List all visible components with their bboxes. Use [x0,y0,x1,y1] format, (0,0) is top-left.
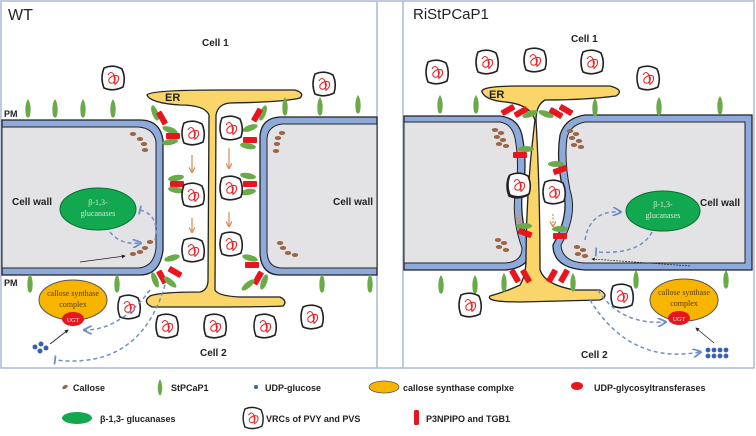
svg-text:UDP-glycosyltransferases: UDP-glycosyltransferases [594,383,706,393]
wt-callose-synthase: callose synthase complex UGT [38,279,108,326]
svg-text:glucanases: glucanases [81,209,116,218]
wt-panel: ER WT Cell 1 Cell 2 PM PM Cell wall Cell… [1,7,378,365]
svg-text:P3NPIPO and TGB1: P3NPIPO and TGB1 [426,414,510,424]
callose-icon [62,384,68,390]
svg-text:β-1,3- glucanases: β-1,3- glucanases [100,414,176,424]
svg-text:Callose: Callose [73,383,105,393]
wt-er [145,89,303,308]
svg-text:callose synthase complxe: callose synthase complxe [403,383,514,393]
legend-item-ugt: UDP-glycosyltransferases [571,382,706,393]
svg-text:complex: complex [59,300,87,309]
legend-item-p3npipo: P3NPIPO and TGB1 [414,410,510,425]
legend-item-stpcap1: StPCaP1 [157,379,209,395]
svg-text:UGT: UGT [67,318,80,324]
stpcap1-icon [157,379,163,395]
ri-udp-glucose [705,347,729,359]
svg-text:complex: complex [670,299,698,308]
svg-text:UGT: UGT [673,317,686,323]
svg-text:VRCs of PVY and PVS: VRCs of PVY and PVS [266,414,360,424]
wt-pm-bottom: PM [4,278,18,288]
wt-cell2-label: Cell 2 [200,348,227,359]
svg-text:UDP-glucose: UDP-glucose [265,383,321,393]
wt-cell-wall-left-label: Cell wall [12,197,52,208]
ri-glucanase: β-1,3- glucanases [625,190,701,232]
udp-glucose-icon [254,385,258,389]
ristpcap1-panel: ER RiStPCaP1 Cell 1 Cell 2 Cell wall [403,6,753,361]
legend-item-glucanase: β-1,3- glucanases [62,412,176,424]
wt-cell1-label: Cell 1 [202,38,229,49]
legend-item-vrc: VRCs of PVY and PVS [242,406,360,430]
ri-cell2-label: Cell 2 [581,350,608,361]
ri-cell1-label: Cell 1 [571,34,598,45]
vrc-icon [242,406,264,430]
legend-item-callose: Callose [62,383,105,393]
p3npipo-tgb1-icon [414,410,419,425]
wt-title: WT [8,7,33,24]
ri-callose-synthase: callose synthase complex UGT [649,278,719,325]
wt-glucanase-arrow [109,231,140,243]
callose-synthase-icon [368,380,400,394]
udp-glycosyltransferase-icon [571,382,583,390]
wt-pm-top: PM [4,109,18,119]
legend-item-callose-synthase: callose synthase complxe [368,380,514,394]
svg-text:glucanases: glucanases [646,211,681,220]
wt-cell-wall-right-label: Cell wall [333,197,373,208]
wt-er-label: ER [165,92,180,104]
glucanase-icon [62,412,92,424]
svg-text:StPCaP1: StPCaP1 [171,383,209,393]
svg-text:callose synthase: callose synthase [658,288,710,297]
wt-glucanase: β-1,3- glucanases [59,187,137,231]
ri-title: RiStPCaP1 [413,6,489,23]
legend-item-udp-glucose: UDP-glucose [254,383,321,393]
ri-er-label: ER [489,89,504,101]
legend: Callose StPCaP1 UDP-glucose callose synt… [62,379,706,430]
wt-glucanase-inhibit [138,205,157,241]
wt-udp-glucose [32,341,49,354]
svg-text:callose synthase: callose synthase [47,289,99,298]
svg-text:β-1,3-: β-1,3- [653,200,673,209]
ri-er [481,85,621,303]
svg-text:β-1,3-: β-1,3- [88,198,108,207]
ri-cell-wall-right-label: Cell wall [700,198,740,209]
